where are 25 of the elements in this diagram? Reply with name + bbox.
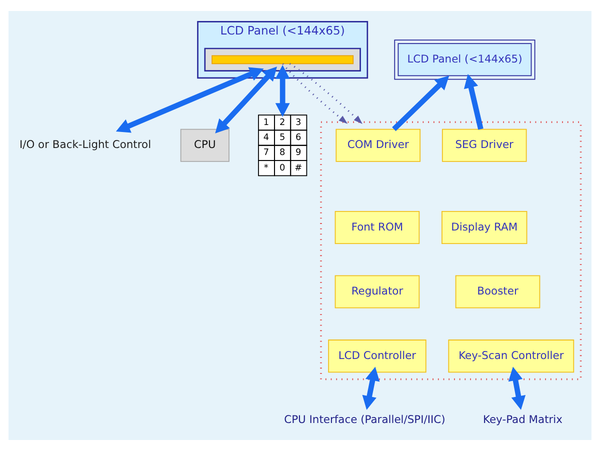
node-text: Key-Pad Matrix: [483, 412, 563, 426]
arrow: [215, 66, 277, 133]
node-box: SEG Driver: [442, 128, 527, 162]
node-box: COM Driver: [336, 128, 421, 162]
arrow: [116, 66, 264, 132]
node-text: I/O or Back-Light Control: [19, 138, 152, 151]
node-box: Regulator: [334, 274, 420, 308]
arrow: [289, 62, 362, 124]
arrow: [392, 75, 450, 131]
arrow: [282, 62, 348, 124]
node-box: CPU: [180, 128, 230, 162]
arrow: [464, 74, 484, 130]
cluster: [204, 47, 361, 71]
arrow: [508, 366, 526, 410]
node-bar: [212, 54, 354, 64]
arrow: [362, 366, 380, 410]
arrow: [275, 64, 290, 116]
node-box: LCD Controller: [328, 339, 426, 372]
node-text: CPU Interface (Parallel/SPI/IIC): [284, 412, 446, 426]
cluster: [320, 120, 582, 380]
node-box: Display RAM: [442, 210, 528, 244]
node-box: Booster: [455, 274, 540, 308]
node-box: Font ROM: [334, 210, 420, 244]
node-box: Key-Scan Controller: [448, 339, 574, 372]
node-box: LCD Panel (<144x65): [394, 39, 536, 80]
